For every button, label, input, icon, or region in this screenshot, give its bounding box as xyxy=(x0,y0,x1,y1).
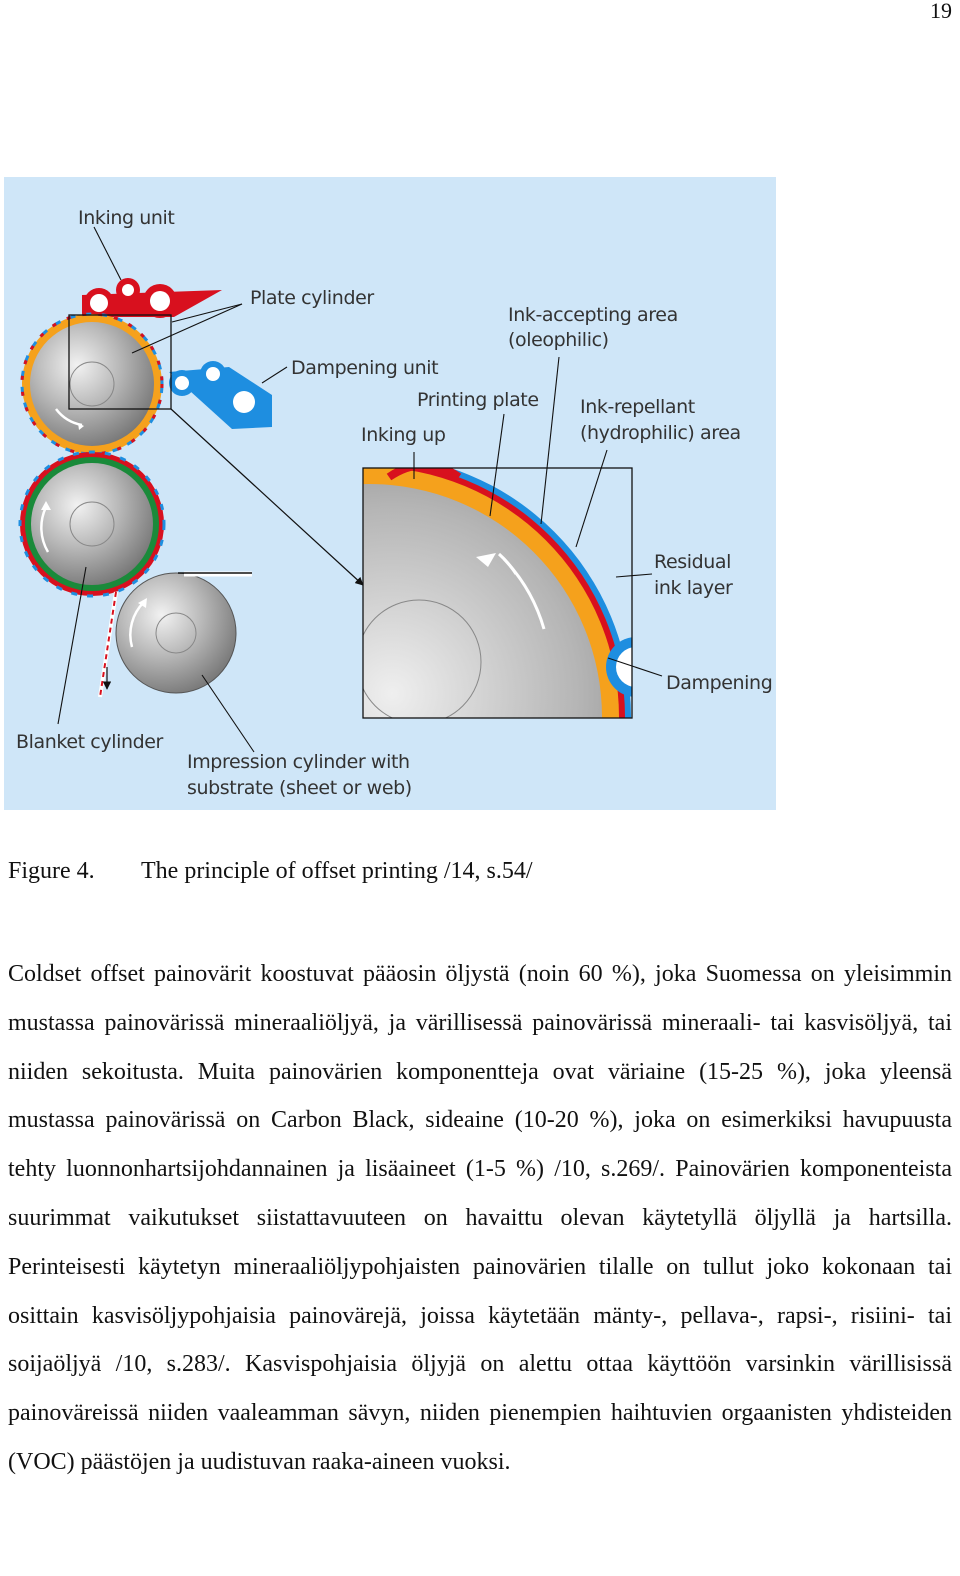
offset-printing-figure: Inking unit Plate cylinder Ink-accepting… xyxy=(4,177,776,810)
zoom-detail xyxy=(363,468,632,718)
zoom-source-box xyxy=(68,314,172,410)
label-inking-unit: Inking unit xyxy=(78,207,174,229)
blanket-cylinder xyxy=(18,450,166,598)
label-printing-plate: Printing plate xyxy=(417,389,539,411)
label-plate-cylinder: Plate cylinder xyxy=(250,287,374,309)
label-dampening-unit: Dampening unit xyxy=(291,357,438,379)
label-ink-repellant: Ink-repellant xyxy=(580,396,695,418)
leader-lines xyxy=(57,226,663,753)
label-residual-sub: ink layer xyxy=(654,577,733,599)
label-ink-repellant-sub: (hydrophilic) area xyxy=(580,422,741,444)
plate-cylinder xyxy=(20,312,164,456)
label-blanket-cylinder: Blanket cylinder xyxy=(16,731,164,753)
label-ink-accepting-area-sub: (oleophilic) xyxy=(508,329,609,351)
figure-caption-text: The principle of offset printing /14, s.… xyxy=(141,858,533,884)
label-dampening: Dampening xyxy=(666,672,772,694)
figure-caption: Figure 4. The principle of offset printin… xyxy=(8,858,533,885)
impression-cylinder xyxy=(115,572,237,694)
page-number: 19 xyxy=(930,0,952,23)
inking-unit-rollers xyxy=(82,278,222,318)
body-paragraph: Coldset offset painovärit koostuvat pääo… xyxy=(8,961,952,1475)
zoom-detail-border xyxy=(362,467,633,719)
label-impression-cylinder: Impression cylinder with xyxy=(187,751,410,773)
label-residual: Residual xyxy=(654,551,731,573)
dampening-unit-rollers xyxy=(169,361,272,429)
label-inking-up: Inking up xyxy=(361,424,446,446)
substrate-path xyxy=(98,571,252,698)
figure-number: Figure 4. xyxy=(8,858,95,884)
label-impression-cylinder-sub: substrate (sheet or web) xyxy=(187,777,412,799)
label-ink-accepting-area: Ink-accepting area xyxy=(508,304,678,326)
